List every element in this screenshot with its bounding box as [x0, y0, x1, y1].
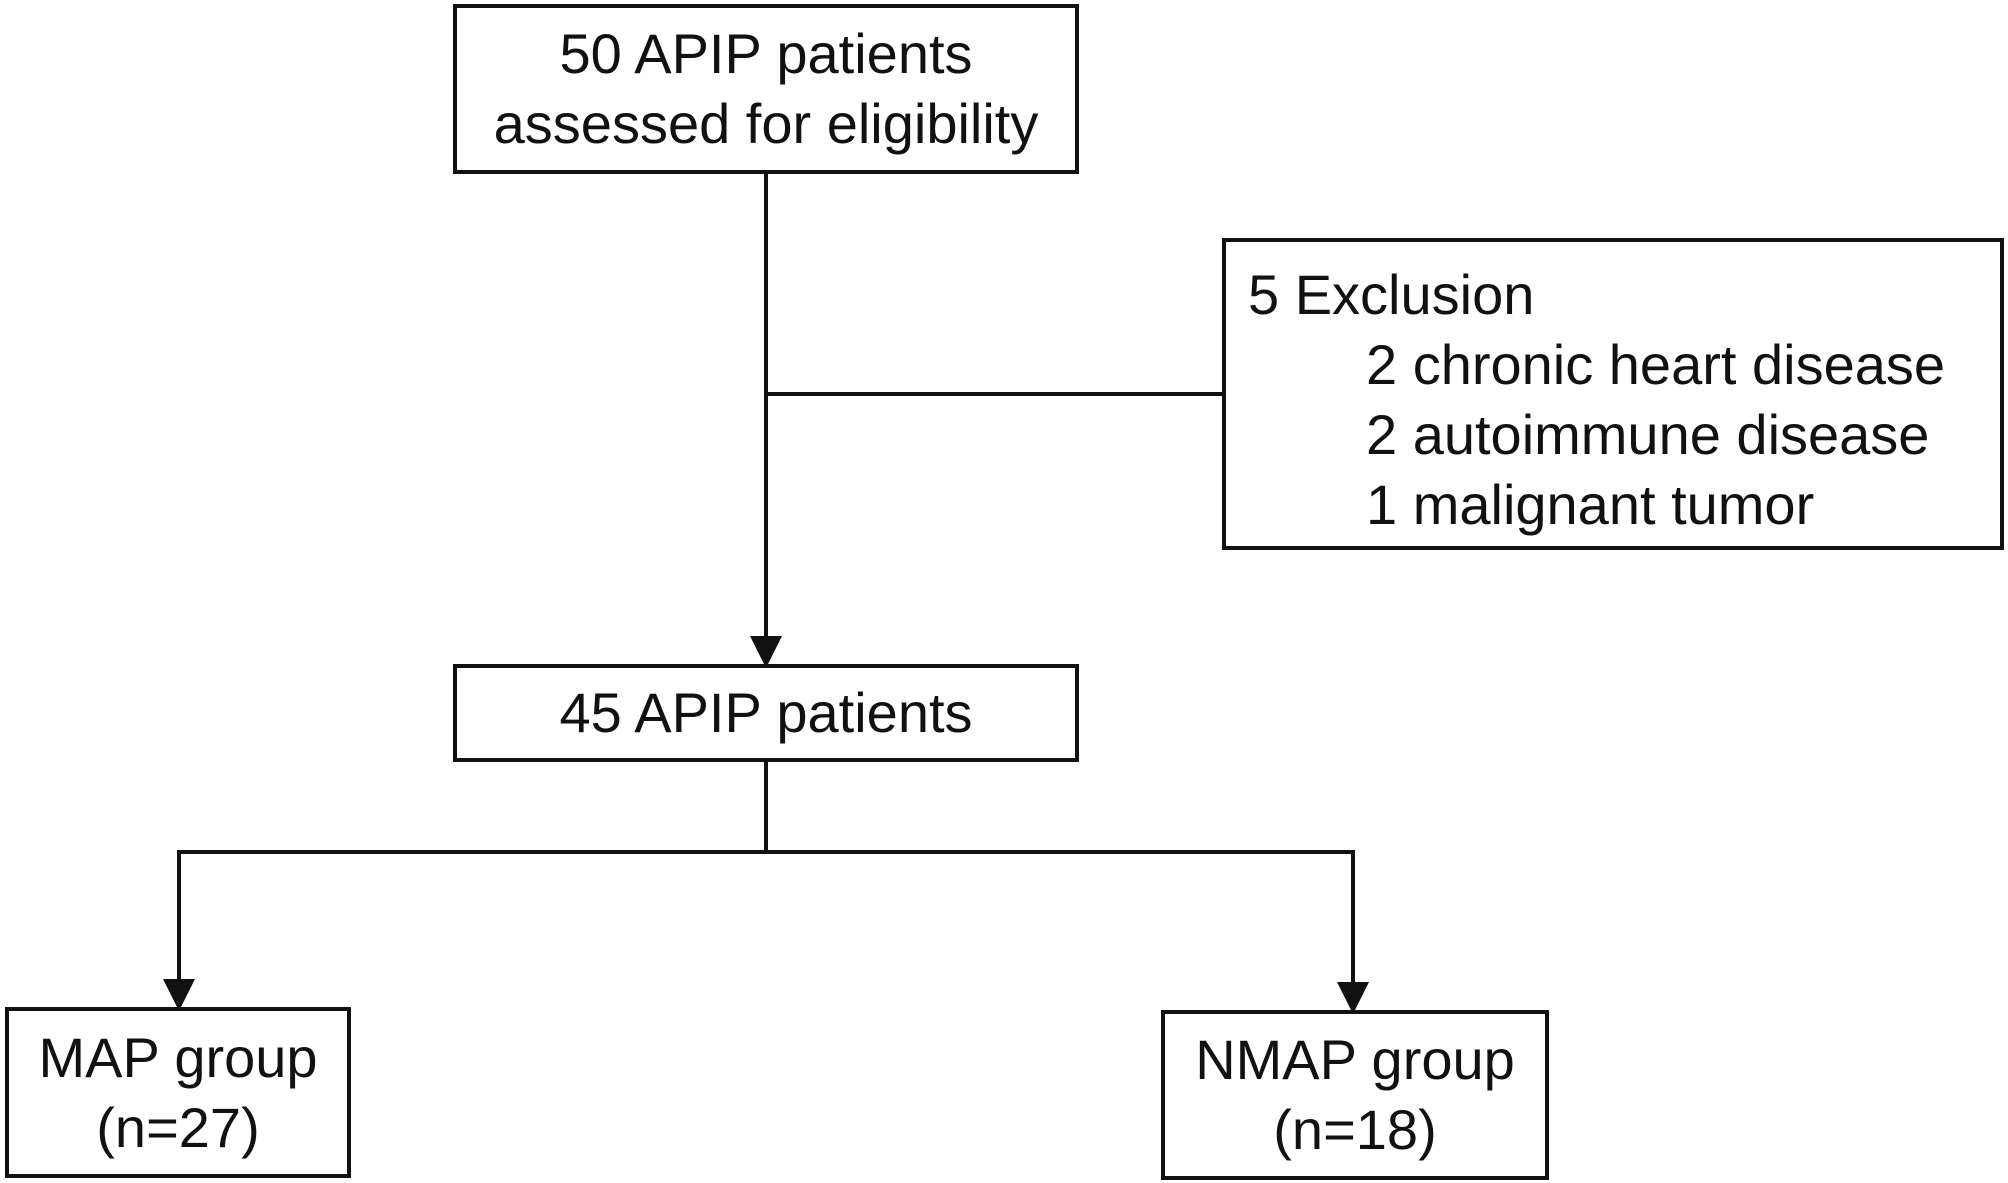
map-group-box: MAP group (n=27): [5, 1007, 351, 1178]
exclusion-box: 5 Exclusion 2 chronic heart disease 2 au…: [1222, 238, 2004, 550]
nmap-group-box: NMAP group (n=18): [1161, 1010, 1549, 1180]
assessed-line1: 50 APIP patients: [559, 22, 973, 85]
map-group-count: (n=27): [96, 1095, 260, 1159]
included-label: 45 APIP patients: [559, 681, 973, 744]
nmap-group-count: (n=18): [1273, 1098, 1437, 1161]
exclusion-item: 1 malignant tumor: [1366, 473, 1815, 536]
assessed-box: 50 APIP patients assessed for eligibilit…: [453, 4, 1079, 174]
exclusion-title: 5 Exclusion: [1248, 263, 1535, 326]
nmap-group-label: NMAP group: [1195, 1028, 1515, 1091]
map-group-label: MAP group: [38, 1025, 318, 1089]
included-box: 45 APIP patients: [453, 664, 1079, 762]
exclusion-item: 2 autoimmune disease: [1366, 403, 1930, 466]
exclusion-item: 2 chronic heart disease: [1366, 333, 1946, 396]
assessed-line2: assessed for eligibility: [493, 92, 1039, 155]
